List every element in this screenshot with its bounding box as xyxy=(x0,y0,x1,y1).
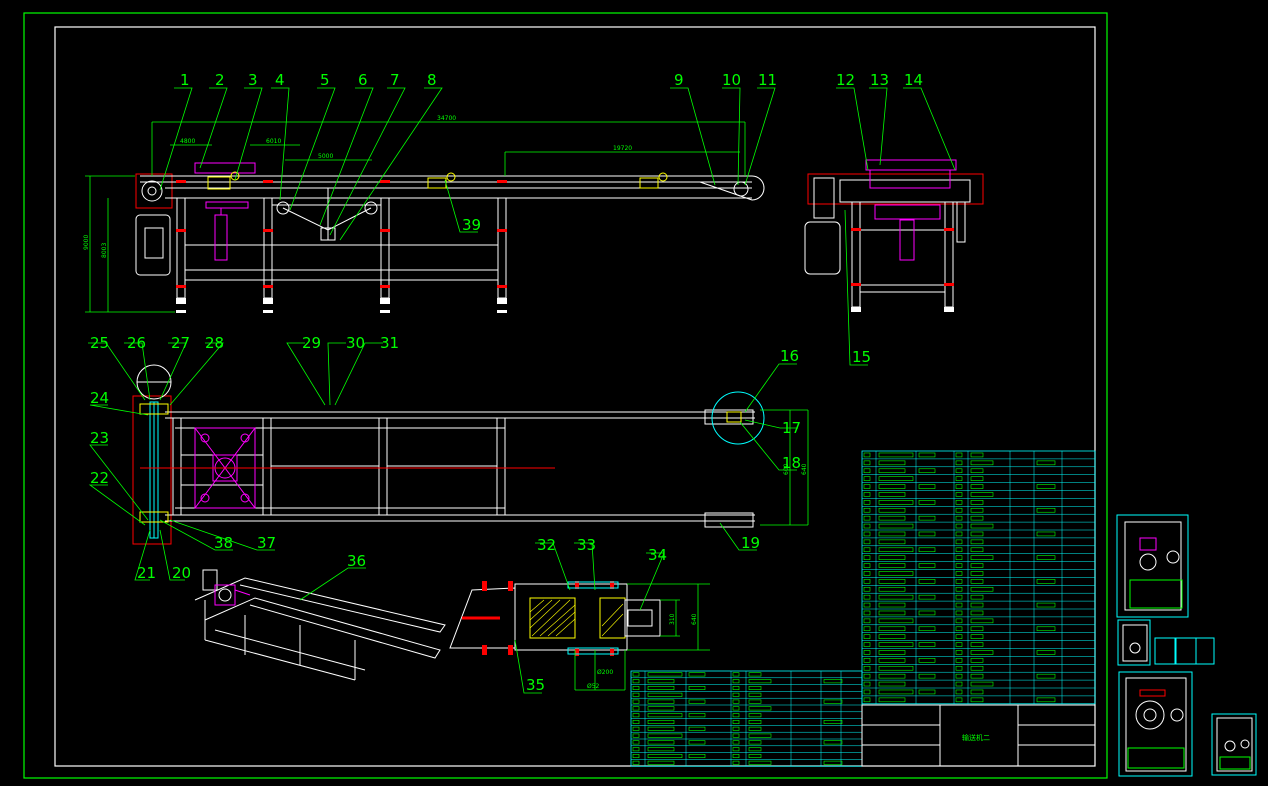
inner-frame xyxy=(54,26,1096,767)
title-block: 输送机二 xyxy=(861,704,1096,767)
callout-11: 11 xyxy=(758,71,777,89)
callout-1: 1 xyxy=(180,71,190,89)
dim-dia-52: Ø52 xyxy=(587,683,600,690)
callout-38: 38 xyxy=(214,534,233,552)
callout-37: 37 xyxy=(257,534,276,552)
callout-10: 10 xyxy=(722,71,741,89)
leader-lines xyxy=(88,87,956,694)
callout-29: 29 xyxy=(302,334,321,352)
callout-24: 24 xyxy=(90,389,109,407)
callout-9: 9 xyxy=(674,71,684,89)
callout-27: 27 xyxy=(171,334,190,352)
callout-14: 14 xyxy=(904,71,923,89)
isometric-view xyxy=(194,569,446,681)
callout-17: 17 xyxy=(782,419,801,437)
callout-34: 34 xyxy=(648,546,667,564)
callout-3: 3 xyxy=(248,71,258,89)
callout-7: 7 xyxy=(390,71,400,89)
callout-2: 2 xyxy=(215,71,225,89)
side-view xyxy=(804,159,971,312)
callout-8: 8 xyxy=(427,71,437,89)
dim-height-8003: 8003 xyxy=(101,243,108,258)
callout-32: 32 xyxy=(537,536,556,554)
parts-list-right xyxy=(861,450,1096,705)
callout-12: 12 xyxy=(836,71,855,89)
top-view xyxy=(132,364,809,545)
callout-13: 13 xyxy=(870,71,889,89)
dimension-texts: 34700 19720 4800 6010 5000 9000 8003 600… xyxy=(83,115,808,690)
callout-4: 4 xyxy=(275,71,285,89)
callout-19: 19 xyxy=(741,534,760,552)
dim-bore-310: 310 xyxy=(669,613,676,625)
callout-33: 33 xyxy=(577,536,596,554)
dim-4800: 4800 xyxy=(180,138,195,145)
callout-20: 20 xyxy=(172,564,191,582)
dim-bore-640: 640 xyxy=(691,613,698,625)
callout-35: 35 xyxy=(526,676,545,694)
callout-30: 30 xyxy=(346,334,365,352)
callout-6: 6 xyxy=(358,71,368,89)
callout-21: 21 xyxy=(137,564,156,582)
dim-width-640: 640 xyxy=(801,463,808,475)
dim-width-600: 600 xyxy=(783,463,790,475)
callout-36: 36 xyxy=(347,552,366,570)
callout-31: 31 xyxy=(380,334,399,352)
dim-dia-200: Ø200 xyxy=(597,669,613,676)
callout-23: 23 xyxy=(90,429,109,447)
dim-overall-length: 34700 xyxy=(437,115,456,122)
outer-frame xyxy=(23,12,1108,779)
callout-labels: 1 2 3 4 5 6 7 8 9 10 11 12 13 14 15 16 1… xyxy=(90,71,923,694)
thumbnail-sheets xyxy=(1116,514,1257,777)
drawing-name: 输送机二 xyxy=(962,733,990,742)
front-view xyxy=(85,121,984,313)
section-detail xyxy=(449,581,710,691)
dim-height-9000: 9000 xyxy=(83,235,90,250)
callout-15: 15 xyxy=(852,348,871,366)
callout-25: 25 xyxy=(90,334,109,352)
parts-list-bottom xyxy=(630,670,863,767)
dim-length-2: 19720 xyxy=(613,145,632,152)
callout-28: 28 xyxy=(205,334,224,352)
callout-26: 26 xyxy=(127,334,146,352)
dim-5000: 5000 xyxy=(318,153,333,160)
callout-22: 22 xyxy=(90,469,109,487)
callout-39: 39 xyxy=(462,216,481,234)
callout-5: 5 xyxy=(320,71,330,89)
dim-6010: 6010 xyxy=(266,138,281,145)
callout-18: 18 xyxy=(782,454,801,472)
callout-16: 16 xyxy=(780,347,799,365)
